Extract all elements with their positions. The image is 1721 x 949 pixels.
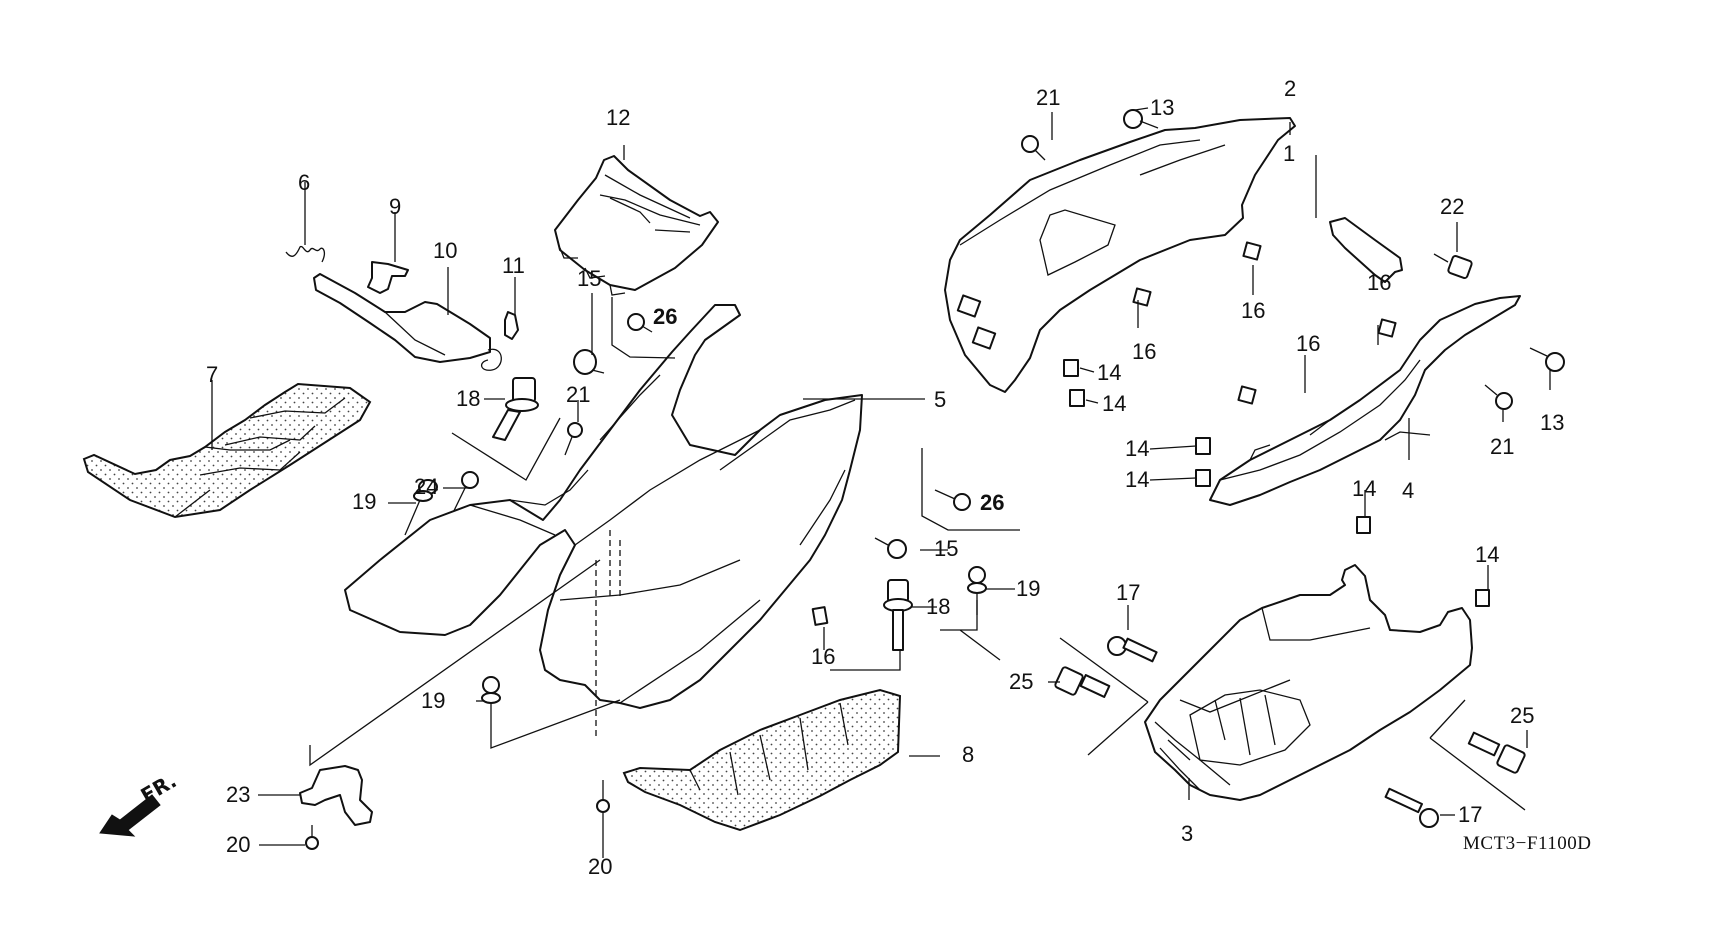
leader-lines [212,108,1550,858]
drawing-code: MCT3−F1100D [1463,833,1592,854]
callout-19-lower: 19 [421,688,446,713]
lid [314,274,501,370]
callout-11: 11 [502,253,525,278]
tray-cover [555,156,718,295]
callout-10: 10 [433,238,458,263]
latch [505,312,518,339]
floor-mat-right [624,690,900,830]
callout-18-lower: 18 [926,594,951,619]
callout-26-upper: 26 [653,304,678,329]
screw-19-upper [405,480,437,535]
flange-bolt-25-right [1469,733,1526,774]
callout-2: 2 [1284,76,1297,101]
callout-26-lower: 26 [980,490,1005,515]
bolt-17-left [1108,637,1157,661]
floor-mat-left [84,384,370,517]
tapping-screw-20-left [306,825,318,849]
callout-12: 12 [606,105,631,130]
spring [286,247,324,262]
callout-16-c: 16 [1367,270,1392,295]
callout-6: 6 [298,170,311,195]
callout-21-right: 21 [1490,434,1515,459]
inner-cover-upper [945,118,1295,392]
side-cover-rail [1210,296,1520,505]
bracket [1330,218,1402,282]
flange-bolt-22 [1434,254,1472,279]
callout-7: 7 [206,362,219,387]
spring-nut-16 [1133,242,1395,403]
flange-bolt-18-lower [884,580,912,650]
callout-16-b: 16 [1132,339,1157,364]
callout-15-upper: 15 [577,266,602,291]
callout-14-f: 14 [1475,542,1500,567]
clip-nut-14 [1064,360,1489,606]
bolt-13-upper [1124,110,1158,128]
callout-18-upper: 18 [456,386,481,411]
grommet-15-upper [574,350,604,374]
callout-9: 9 [389,194,402,219]
callout-25-right: 25 [1510,703,1535,728]
callout-21-top: 21 [1036,85,1061,110]
callout-14-b: 14 [1102,391,1127,416]
callout-15-lower: 15 [934,536,959,561]
callout-4: 4 [1402,478,1415,503]
flange-bolt-25-left [1054,666,1109,697]
callout-17-lower: 17 [1458,802,1483,827]
callout-21-middle: 21 [566,382,591,407]
screw-19-lower [482,677,500,725]
callout-16-d: 16 [1296,331,1321,356]
tapping-screw-20-center [597,780,609,812]
trim-clip-26-lower [935,490,970,510]
callout-16-a: 16 [1241,298,1266,323]
callout-20-center: 20 [588,854,613,879]
callout-20-left: 20 [226,832,251,857]
flange-bolt-18-upper [493,378,538,440]
tapping-screw-21-upper [565,423,582,455]
callout-14-e: 14 [1352,476,1377,501]
callout-14-d: 14 [1125,467,1150,492]
callout-23: 23 [226,782,251,807]
callout-8: 8 [962,742,975,767]
callout-25-left: 25 [1009,669,1034,694]
callout-13-upper: 13 [1150,95,1175,120]
callout-5: 5 [934,387,947,412]
callout-16-e: 16 [811,644,836,669]
tapping-screw-21-right [1485,385,1512,409]
spring-nut-16-center [813,607,828,625]
callout-19-upper: 19 [352,489,377,514]
callout-1: 1 [1283,141,1296,166]
trim-clip-26-upper [628,314,652,332]
tapping-screw-21-top [1022,136,1045,160]
callout-24: 24 [414,474,439,499]
stay [300,766,372,825]
floor-panel-center [345,305,862,740]
grommet-15-lower [875,538,906,558]
callout-3: 3 [1181,821,1194,846]
front-direction-arrow-icon [100,795,160,836]
bolt-17-right [1386,789,1438,827]
callout-14-c: 14 [1125,436,1150,461]
under-cover [1145,565,1472,800]
callout-19-right: 19 [1016,576,1041,601]
callout-22: 22 [1440,194,1465,219]
callout-17-upper: 17 [1116,580,1141,605]
callout-13-right: 13 [1540,410,1565,435]
callout-14-a: 14 [1097,360,1122,385]
bolt-13-right [1530,348,1564,371]
clip-9 [368,262,408,293]
